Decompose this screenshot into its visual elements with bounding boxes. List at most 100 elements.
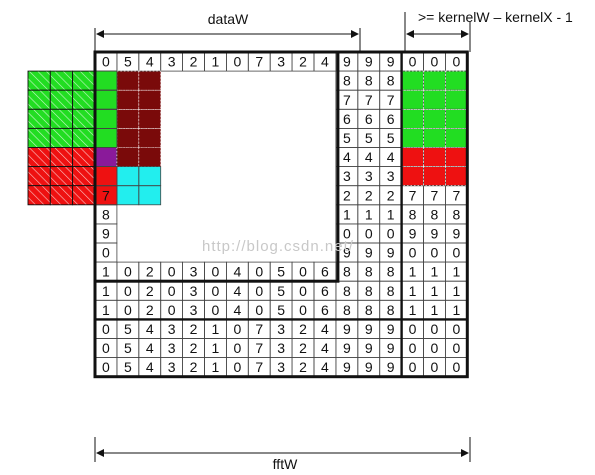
grid-cell-value: 0 xyxy=(233,321,241,337)
kernel-cell-red xyxy=(27,147,51,168)
highlight-cell-green xyxy=(423,128,446,148)
grid-cell-value: 7 xyxy=(409,187,417,203)
grid-cell-value: 4 xyxy=(365,149,373,165)
right-block-cell-outline xyxy=(401,89,424,110)
kernel-cell-red xyxy=(49,147,74,168)
fftw-label: fftW xyxy=(273,456,298,472)
highlight-cell-dark-red xyxy=(138,109,161,129)
grid-cell-value: 5 xyxy=(277,302,285,318)
grid-cell-value: 7 xyxy=(255,54,263,70)
grid-cell-value: 0 xyxy=(299,302,307,318)
grid-cell-value: 0 xyxy=(168,302,176,318)
grid-cell-value: 0 xyxy=(233,359,241,375)
grid-cell-value: 1 xyxy=(452,264,460,280)
grid-cell-value: 9 xyxy=(365,54,373,70)
highlight-cell-red xyxy=(423,166,446,186)
grid-cell-value: 2 xyxy=(299,340,307,356)
grid-cell-value: 6 xyxy=(387,111,395,127)
grid-cell-value: 5 xyxy=(277,283,285,299)
grid-cell-value: 0 xyxy=(168,283,176,299)
highlight-cell-dark-red xyxy=(138,147,161,167)
grid-cell-value: 8 xyxy=(387,302,395,318)
grid-cell-value: 8 xyxy=(365,283,373,299)
grid-cell-value: 1 xyxy=(102,302,110,318)
grid-cell-value: 1 xyxy=(431,283,439,299)
kernel-padding-arrow-right-icon xyxy=(461,30,469,38)
grid-cell-value: 1 xyxy=(387,206,395,222)
kernel-cell-red xyxy=(72,166,96,187)
highlight-cell-dark-red xyxy=(138,90,161,110)
grid-cell-value: 1 xyxy=(409,283,417,299)
grid-cell-value: 7 xyxy=(255,340,263,356)
grid-cell-value: 0 xyxy=(255,264,263,280)
grid-cell-value: 9 xyxy=(365,321,373,337)
kernel-padding-label: >= kernelW – kernelX - 1 xyxy=(418,9,573,25)
grid-cell-value: 4 xyxy=(233,283,241,299)
highlight-cell-dark-red xyxy=(138,71,161,91)
grid-cell-value: 0 xyxy=(168,264,176,280)
grid-cell-value: 9 xyxy=(102,225,110,241)
right-block-cell-outline xyxy=(445,109,468,129)
right-block-cell-outline xyxy=(423,109,446,129)
dark-red-cell-outline xyxy=(116,89,140,110)
highlight-cell-red xyxy=(423,147,446,167)
grid-cell-value: 0 xyxy=(124,283,132,299)
grid-cell-value: 9 xyxy=(343,359,351,375)
right-block-cell-outline xyxy=(401,109,424,129)
grid-cell-value: 6 xyxy=(321,264,329,280)
highlight-cell-green xyxy=(95,71,117,91)
highlight-cell-dark-red xyxy=(138,128,161,148)
grid-cell-value: 4 xyxy=(321,340,329,356)
kernel-cell-red xyxy=(72,185,96,206)
grid-cell-value: 9 xyxy=(387,359,395,375)
grid-cell-value: 7 xyxy=(365,92,373,108)
grid-cell-value: 0 xyxy=(409,54,417,70)
kernel-cell-red xyxy=(27,185,51,206)
grid-cell-value: 9 xyxy=(387,321,395,337)
grid-cell-value: 8 xyxy=(343,302,351,318)
grid-cell-value: 0 xyxy=(343,225,351,241)
grid-cell-value: 4 xyxy=(233,264,241,280)
grid-cell-value: 3 xyxy=(190,302,198,318)
highlight-cell-green xyxy=(95,90,117,110)
highlight-cell-green xyxy=(95,109,117,129)
grid-cell-value: 0 xyxy=(452,54,460,70)
highlight-cell-dark-red xyxy=(116,109,139,129)
grid-cell-value: 2 xyxy=(299,54,307,70)
grid-cell-value: 3 xyxy=(168,359,176,375)
grid-cell-value: 8 xyxy=(431,206,439,222)
highlight-cell-red xyxy=(95,166,117,186)
highlight-cell-green xyxy=(445,128,468,148)
grid-cell-value: 2 xyxy=(190,321,198,337)
dark-red-cell-outline xyxy=(138,70,162,91)
highlight-cell-green xyxy=(95,128,117,148)
grid-cell-value: 1 xyxy=(452,302,460,318)
right-block-cell-outline xyxy=(445,147,468,167)
grid-cell-value: 9 xyxy=(387,54,395,70)
grid-cell-value: 1 xyxy=(409,302,417,318)
kernel-cell-green xyxy=(49,108,74,129)
grid-cell-value: 0 xyxy=(409,245,417,261)
grid-cell-value: 2 xyxy=(146,264,154,280)
kernel-cell-green xyxy=(49,89,74,110)
grid-cell-value: 7 xyxy=(343,92,351,108)
grid-cell-value: 6 xyxy=(343,111,351,127)
grid-cell-value: 0 xyxy=(365,225,373,241)
grid-cell-value: 6 xyxy=(365,111,373,127)
grid-cell-value: 3 xyxy=(387,168,395,184)
highlight-cell-green xyxy=(423,90,446,110)
grid-cell-value: 0 xyxy=(431,54,439,70)
grid-cell-value: 0 xyxy=(452,321,460,337)
grid-cell-value: 3 xyxy=(277,54,285,70)
grid-cell-value: 8 xyxy=(365,73,373,89)
grid-cell-value: 4 xyxy=(146,54,154,70)
grid-cell-value: 0 xyxy=(102,340,110,356)
grid-cell-value: 9 xyxy=(343,340,351,356)
dark-red-cell-outline xyxy=(138,89,162,110)
grid-cell-value: 0 xyxy=(124,264,132,280)
kernel-padding-dimension: >= kernelW – kernelX - 1 xyxy=(404,9,573,52)
grid-cell-value: 4 xyxy=(321,54,329,70)
grid-cell-value: 1 xyxy=(212,321,220,337)
grid-cell-value: 2 xyxy=(146,283,154,299)
